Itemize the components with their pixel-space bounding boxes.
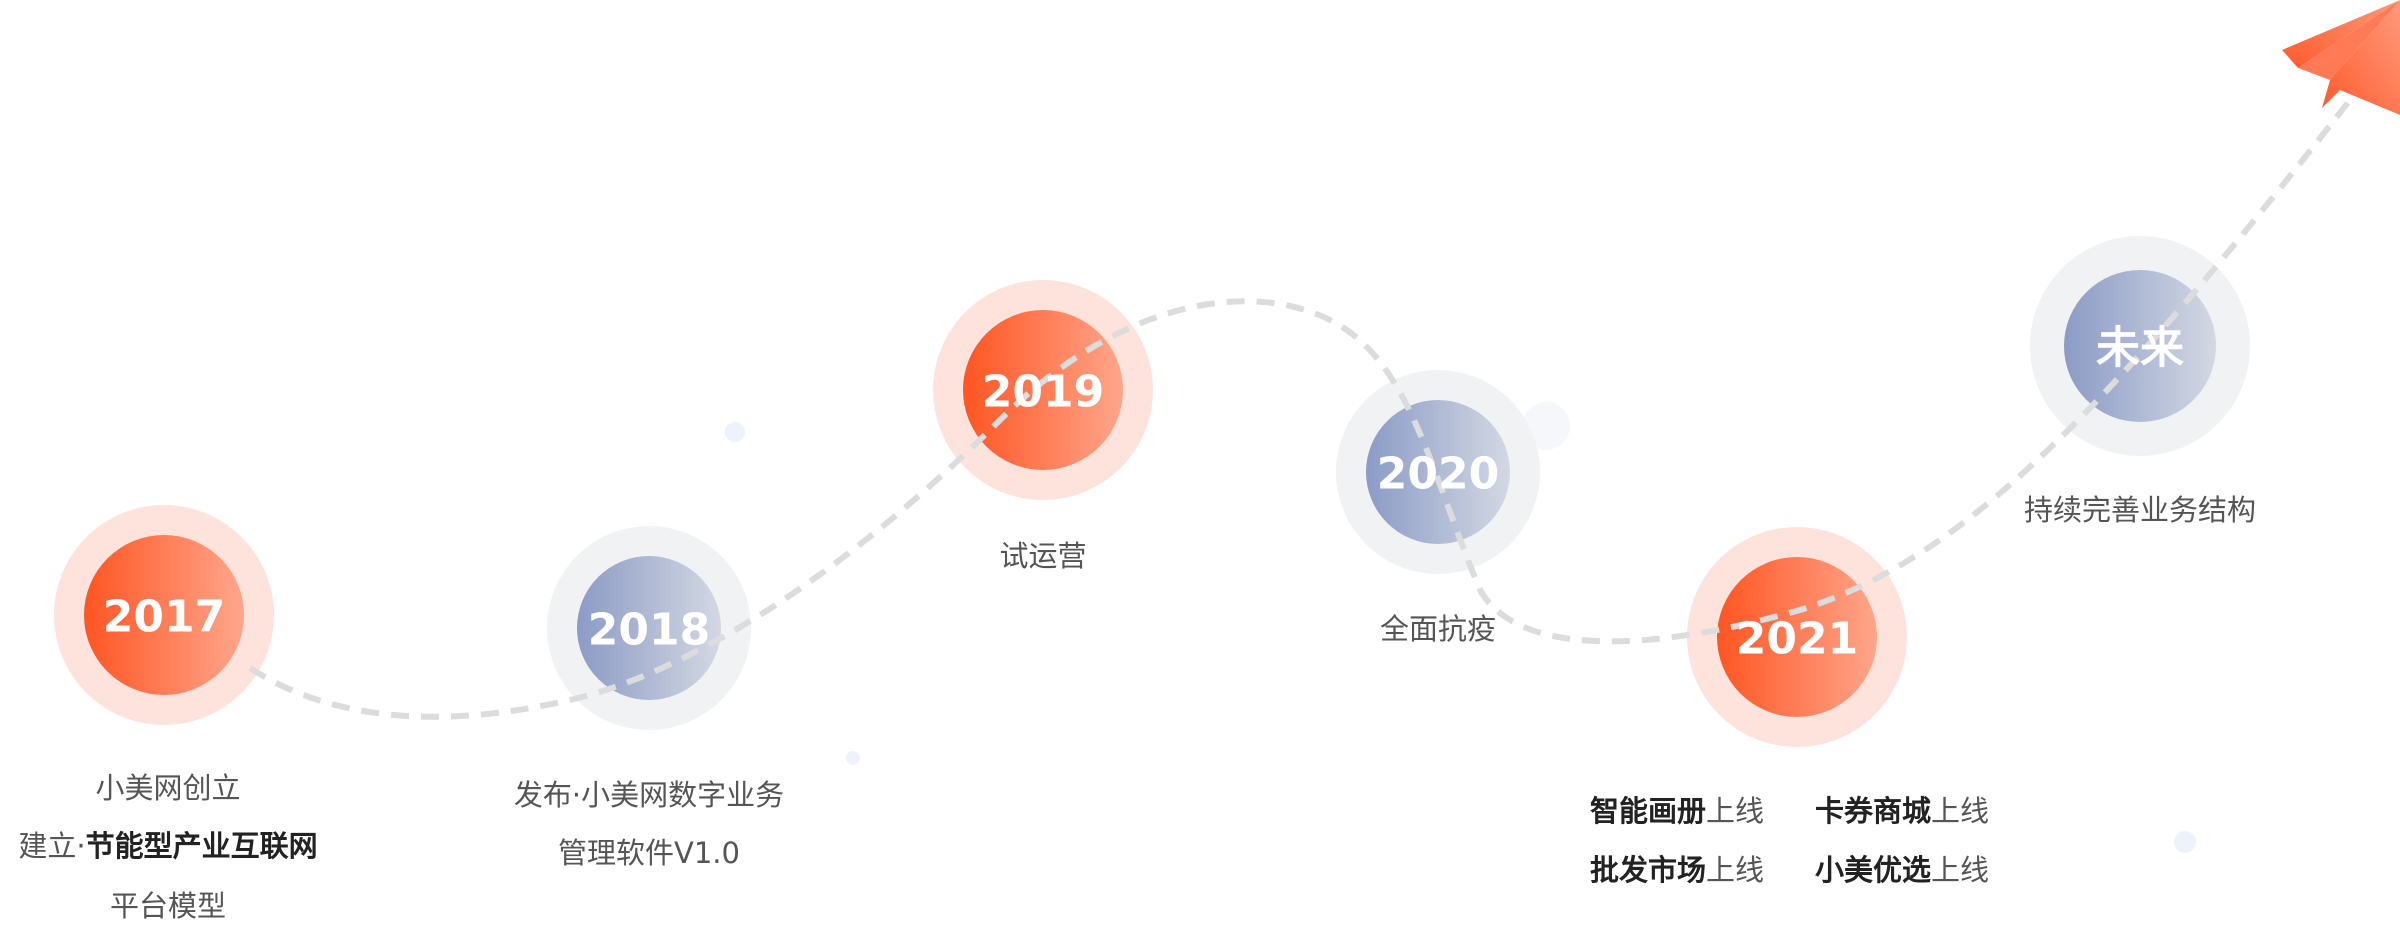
node-future <box>2064 270 2216 422</box>
text: 上线 <box>1931 853 1990 887</box>
dashed-path <box>248 98 2353 720</box>
desc-2017-line2: 建立·节能型产业互联网 <box>18 826 317 866</box>
text: 上线 <box>1931 794 1990 828</box>
desc-2017-line3: 平台模型 <box>109 889 227 923</box>
desc-2019: 试运营 <box>999 539 1087 573</box>
year-2017: 2017 <box>103 592 225 643</box>
year-2020: 2020 <box>1377 449 1499 500</box>
year-2021: 2021 <box>1736 614 1858 665</box>
node-2018 <box>577 556 721 700</box>
desc-future: 持续完善业务结构 <box>2023 493 2257 527</box>
desc-2018-line1: 发布·小美网数字业务 <box>513 778 785 812</box>
node-2017 <box>84 535 244 695</box>
text-bold: 智能画册 <box>1590 794 1707 828</box>
text-bold: 小美优选 <box>1815 853 1932 887</box>
decor-dot <box>2174 831 2196 853</box>
text-bold: 节能型产业互联网 <box>85 829 318 863</box>
desc-2021-item: 批发市场上线 <box>1590 850 1764 890</box>
desc-2021-item: 小美优选上线 <box>1815 850 1989 890</box>
decor-dot <box>725 422 745 442</box>
node-2021 <box>1717 557 1877 717</box>
node-2019 <box>963 310 1123 470</box>
text: 建立· <box>18 829 86 863</box>
year-2019: 2019 <box>982 367 1104 418</box>
desc-2021-item: 智能画册上线 <box>1590 791 1764 831</box>
desc-2017-line1: 小美网创立 <box>95 771 241 805</box>
year-future: 未来 <box>2096 323 2184 374</box>
text-bold: 卡券商城 <box>1815 794 1932 828</box>
text: 上线 <box>1706 794 1765 828</box>
text-bold: 批发市场 <box>1590 853 1707 887</box>
paper-plane-icon <box>2282 0 2400 115</box>
year-2018: 2018 <box>588 605 710 656</box>
desc-2018-line2: 管理软件V1.0 <box>558 836 740 870</box>
node-2020 <box>1366 400 1510 544</box>
decor-dot <box>846 751 860 765</box>
desc-2021-item: 卡券商城上线 <box>1815 791 1989 831</box>
text: 上线 <box>1706 853 1765 887</box>
desc-2020: 全面抗疫 <box>1379 612 1497 646</box>
